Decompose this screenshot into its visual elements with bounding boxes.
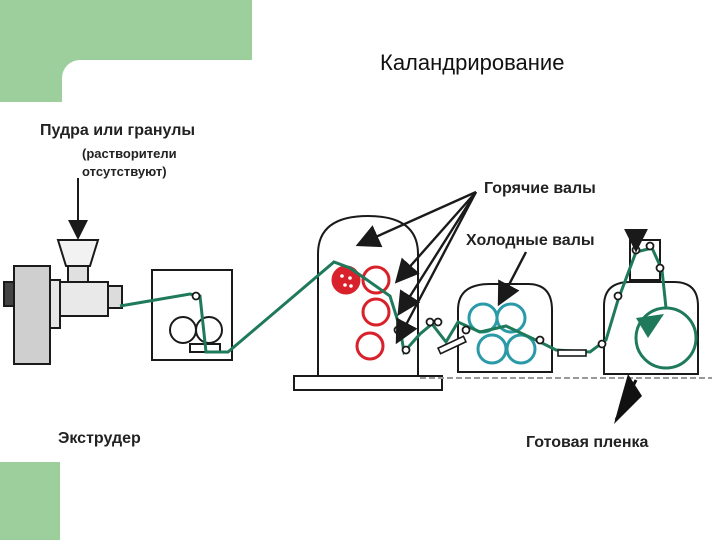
feed-note-line-2: отсутствуют) [82,164,167,179]
finished-film-label: Готовая пленка [526,434,649,451]
cold-rolls-label: Холодные валы [466,232,595,249]
slide-title: Каландрирование [380,50,565,75]
extruder [3,239,123,365]
hot-roll-3 [361,297,391,327]
winder-arrowhead [636,314,664,338]
corner-accent-notch [62,60,252,102]
guide-rollers [191,241,665,355]
transfer-plates [436,335,587,357]
first-calender [151,269,233,361]
winder-unit [603,239,699,375]
hot-roll-4 [355,331,385,361]
feed-label: Пудра или гранулы [40,122,196,139]
cold-roll-unit [457,283,553,373]
corner-accent-bottom [0,462,60,540]
extruder-label: Экструдер [58,430,141,447]
hot-rolls-label: Горячие валы [484,180,596,197]
main-calender [293,214,443,391]
hot-roll-dots [340,274,353,288]
hot-roll-2 [361,265,391,295]
feed-note-line-1: (растворители [82,146,177,161]
label-pointers [355,190,648,345]
